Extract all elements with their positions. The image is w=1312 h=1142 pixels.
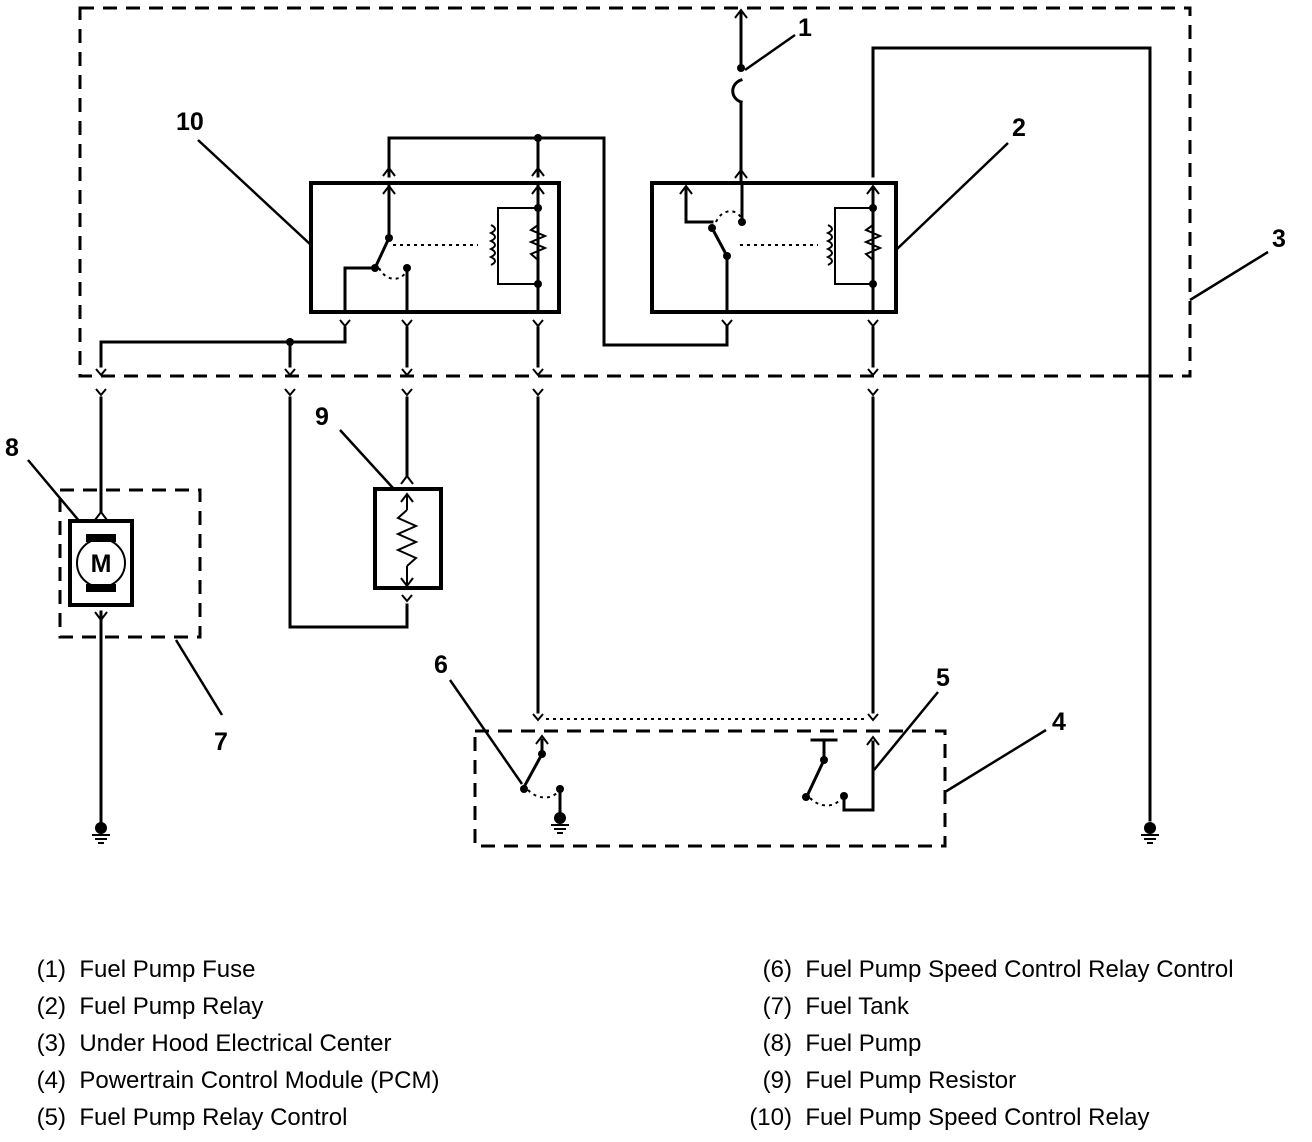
fuel-pump-relay: [650, 46, 1152, 314]
callout-2: 2: [1012, 114, 1026, 142]
fuel-pump-resistor: [339, 396, 443, 590]
legend-index: (2): [36, 993, 66, 1020]
motor-label: M: [91, 550, 112, 578]
legend-index: (10): [749, 1104, 792, 1131]
legend-text: Fuel Tank: [805, 993, 909, 1020]
powertrain-control-module: [448, 679, 1047, 848]
legend-text: Under Hood Electrical Center: [79, 1030, 392, 1057]
legend-text: Fuel Pump Relay: [79, 993, 264, 1020]
legend-index: (7): [762, 993, 792, 1020]
legend-index: (9): [762, 1067, 792, 1094]
legend-index: (6): [762, 956, 792, 983]
legend-text: Powertrain Control Module (PCM): [79, 1067, 440, 1094]
callout-8: 8: [5, 434, 19, 462]
legend-item-7: (7) Fuel Tank: [740, 992, 909, 1022]
callout-6: 6: [434, 651, 448, 679]
legend-item-5: (5) Fuel Pump Relay Control: [28, 1103, 348, 1133]
callout-3: 3: [1272, 225, 1286, 253]
callout-10: 10: [176, 108, 204, 136]
legend-item-6: (6) Fuel Pump Speed Control Relay Contro…: [740, 955, 1234, 985]
callout-4: 4: [1052, 708, 1066, 736]
fuel-pump-speed-control-relay: [197, 134, 606, 314]
legend-item-10: (10) Fuel Pump Speed Control Relay: [740, 1103, 1150, 1133]
relay-output-connectors: [339, 319, 879, 327]
legend-item-3: (3) Under Hood Electrical Center: [28, 1029, 392, 1059]
legend-item-9: (9) Fuel Pump Resistor: [740, 1066, 1016, 1096]
callout-1: 1: [798, 14, 812, 42]
callout-5: 5: [936, 664, 950, 692]
legend-index: (8): [762, 1030, 792, 1057]
legend-index: (1): [36, 956, 66, 983]
legend-item-8: (8) Fuel Pump: [740, 1029, 922, 1059]
fuel-pump-fuse: [731, 8, 796, 182]
under-hood-electrical-center-boundary: [78, 6, 1192, 378]
callout-7: 7: [214, 728, 228, 756]
legend-index: (5): [36, 1104, 66, 1131]
fuel-tank: [58, 488, 224, 716]
legend-item-1: (1) Fuel Pump Fuse: [28, 955, 256, 985]
legend-text: Fuel Pump Relay Control: [79, 1104, 348, 1131]
legend-item-2: (2) Fuel Pump Relay: [28, 992, 264, 1022]
legend-item-4: (4) Powertrain Control Module (PCM): [28, 1066, 440, 1096]
legend-text: Fuel Pump Speed Control Relay: [805, 1104, 1150, 1131]
legend-text: Fuel Pump Speed Control Relay Control: [805, 956, 1234, 983]
legend-text: Fuel Pump Fuse: [79, 956, 256, 983]
legend-index: (4): [36, 1067, 66, 1094]
legend-text: Fuel Pump: [805, 1030, 922, 1057]
legend-index: (3): [36, 1030, 66, 1057]
fuel-pump: M: [27, 396, 134, 844]
callout-9: 9: [315, 403, 329, 431]
legend-text: Fuel Pump Resistor: [805, 1067, 1017, 1094]
